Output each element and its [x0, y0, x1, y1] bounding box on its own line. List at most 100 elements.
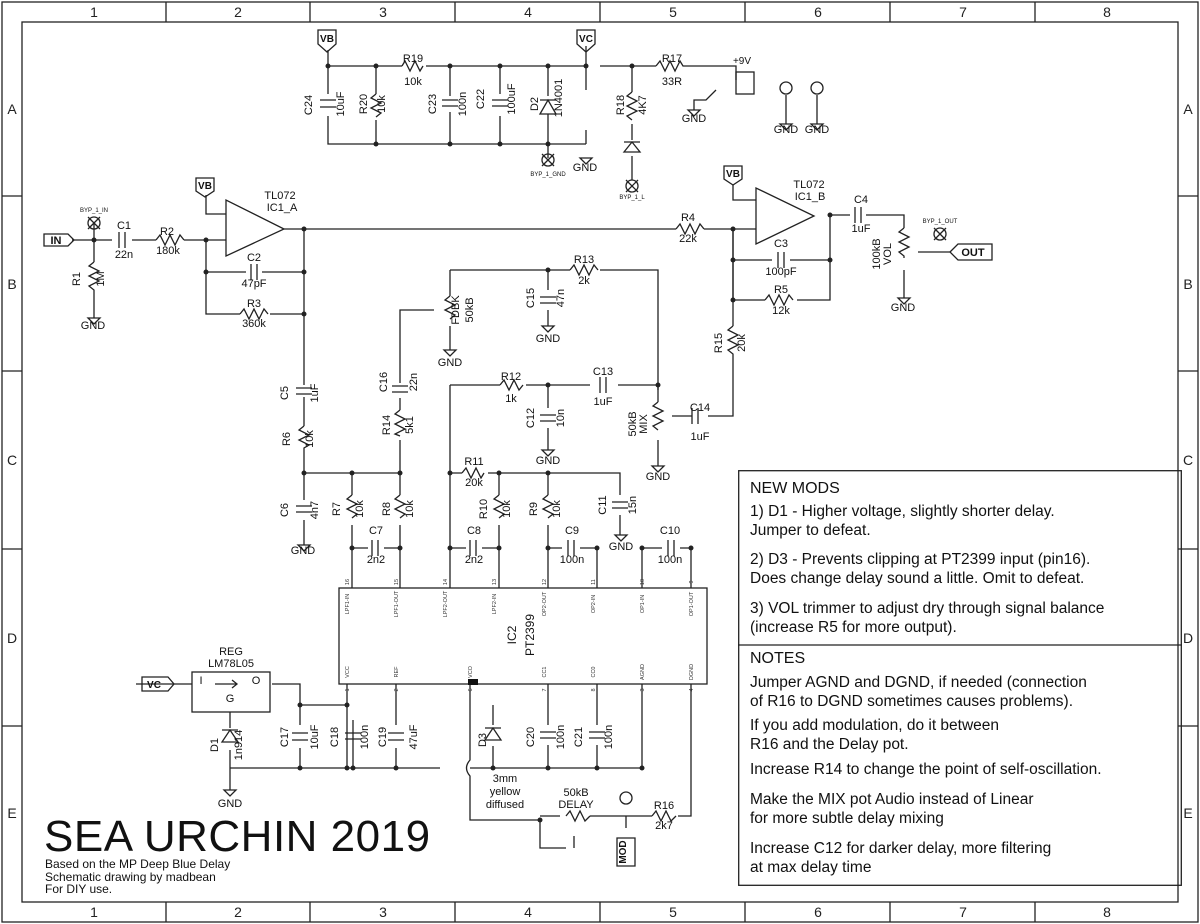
grid-row-label: B: [1183, 276, 1192, 292]
component-label-r13: R13: [574, 254, 594, 266]
component-label-r19v: 10k: [404, 76, 422, 88]
component-label-r12v: 1k: [505, 393, 517, 405]
component-label-r9: R9: [528, 502, 540, 516]
grid-col-label: 5: [669, 4, 677, 20]
component-label-reg: REG: [219, 646, 243, 658]
new-mod-3: 3) VOL trimmer to adjust dry through sig…: [750, 600, 1105, 636]
grid-col-label: 4: [524, 4, 532, 20]
grid-col-label: 2: [234, 904, 242, 920]
notes-heading: NOTES: [750, 650, 806, 667]
component-label-c6: C6: [279, 503, 291, 517]
ic2-pin-label: OP1-OUT: [689, 591, 695, 616]
ic2-pin-label: LPF1-OUT: [394, 590, 400, 617]
component-label-c9v: 100n: [560, 554, 584, 566]
component-label-c16v: 22n: [408, 373, 420, 391]
new-mod-1: 1) D1 - Higher voltage, slightly shorter…: [750, 503, 1055, 539]
port-vb-ic1b: VB: [726, 169, 740, 180]
component-label-c24: C24: [303, 95, 315, 115]
component-label-d3b: yellow: [490, 786, 521, 798]
port-vc-top: VC: [579, 34, 593, 45]
grid-col-label: 8: [1103, 904, 1111, 920]
ic2-pin-number: 8: [591, 688, 597, 691]
component-label-r11: R11: [464, 456, 483, 468]
component-label-fdbkv: 50kB: [464, 297, 476, 322]
component-label-c17: C17: [279, 727, 291, 747]
component-label-c14v: 1uF: [691, 431, 710, 443]
component-label-r18: R18: [615, 95, 627, 115]
component-label-fdbk: FDBK: [450, 295, 462, 325]
ic2-pin-number: 9: [689, 580, 695, 583]
ic2-pin-label: OP2-OUT: [542, 591, 548, 616]
component-label-c18: C18: [329, 727, 341, 747]
component-label-d1v: 1n914: [233, 730, 245, 761]
component-label-r15v: 20k: [736, 334, 748, 352]
component-label-gnd4: GND: [573, 162, 598, 174]
grid-col-label: 6: [814, 904, 822, 920]
component-label-gnd13: GND: [218, 798, 243, 810]
cap-c6: [296, 505, 312, 513]
grid-col-label: 5: [669, 904, 677, 920]
component-label-byp1: BYP_1_GND: [530, 172, 566, 178]
component-label-r19: R19: [403, 53, 423, 65]
schematic-title: SEA URCHIN 2019: [44, 812, 431, 861]
new-mod-2: 2) D3 - Prevents clipping at PT2399 inpu…: [750, 551, 1091, 587]
component-label-r5v: 12k: [772, 305, 790, 317]
component-label-c7: C7: [369, 525, 383, 537]
component-label-byp3: BYP_1_IN: [80, 208, 108, 214]
grid-row-label: D: [7, 630, 17, 646]
resistor-r17: [655, 59, 686, 73]
resistor-r2: [155, 233, 185, 247]
resistor-r6: [297, 425, 311, 452]
component-label-c3v: 100pF: [765, 266, 796, 278]
component-label-r3v: 360k: [242, 318, 266, 330]
component-label-r8v: 10k: [404, 500, 416, 518]
component-label-d3a: 3mm: [493, 773, 517, 785]
ic2-pin-number: 6: [468, 688, 474, 691]
ic2-pin-label: AGND: [640, 664, 646, 680]
component-label-c21: C21: [573, 727, 585, 747]
grid-col-label: 4: [524, 904, 532, 920]
cap-c8: [469, 540, 477, 556]
ic2-pin-label: CC1: [542, 666, 548, 677]
grid-col-label: 6: [814, 4, 822, 20]
resistor-r18: [625, 91, 639, 121]
grid-col-label: 7: [959, 4, 967, 20]
resistor-r19: [401, 59, 424, 73]
component-label-c16: C16: [378, 372, 390, 392]
led-d18: [622, 140, 642, 153]
pot-vol: [897, 227, 911, 258]
grid-col-label: 2: [234, 4, 242, 20]
component-label-r2: R2: [160, 226, 174, 238]
notes-box: NEW MODS 1) D1 - Higher voltage, slightl…: [738, 470, 1182, 886]
component-label-c10: C10: [660, 525, 680, 537]
cap-c3: [777, 252, 785, 268]
note-1: Jumper AGND and DGND, if needed (connect…: [750, 674, 1087, 710]
component-label-c12: C12: [525, 408, 537, 428]
port-mod: MOD: [618, 840, 629, 863]
component-label-regi: I: [199, 675, 202, 687]
resistor-r8: [393, 494, 407, 519]
component-label-ic1b: TL072: [793, 179, 824, 191]
diode-d1: [220, 728, 240, 743]
resistor-r12: [499, 378, 524, 392]
resistor-r20: [369, 93, 383, 118]
cap-c10: [667, 540, 675, 556]
component-label-gnd6: GND: [891, 302, 916, 314]
ic2-pin-label: LPF2-IN: [492, 594, 498, 615]
component-label-byp2: BYP_1_L: [619, 195, 645, 201]
ic2-pin-number: 7: [542, 688, 548, 691]
note-3: Increase R14 to change the point of self…: [750, 761, 1102, 778]
component-label-r1: R1: [71, 272, 83, 286]
component-label-c24v: 10uF: [335, 91, 347, 116]
cap-c2: [250, 264, 258, 280]
component-label-c4: C4: [854, 194, 868, 206]
cap-c11: [612, 501, 628, 509]
grid-col-label: 3: [379, 4, 387, 20]
component-label-c22v: 100uF: [506, 83, 518, 114]
ic2-pin-label: VCC: [345, 666, 351, 678]
component-label-r17: R17: [662, 53, 682, 65]
component-label-r20: R20: [358, 94, 370, 114]
ic2-pin-label: OP1-IN: [640, 595, 646, 613]
component-label-c12v: 10n: [555, 409, 567, 427]
component-label-d2: D2: [529, 97, 541, 111]
